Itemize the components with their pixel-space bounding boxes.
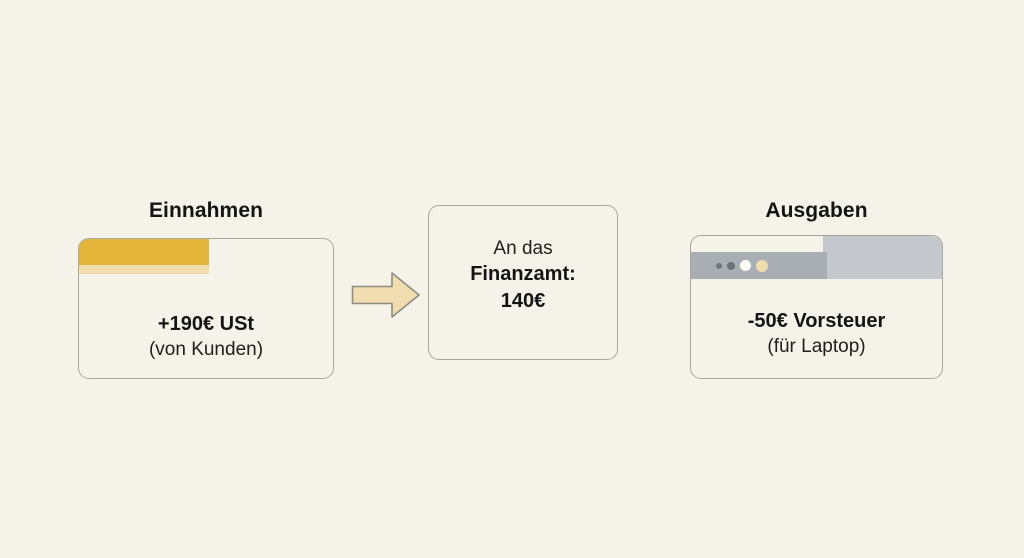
card-finanzamt: An das Finanzamt: 140€: [428, 205, 618, 360]
browser-window-graphic: [691, 236, 942, 281]
flow-arrow-right-icon: [351, 272, 420, 318]
browser-titlebar: [691, 252, 827, 279]
card-finanzamt-text: An das Finanzamt: 140€: [429, 236, 617, 314]
finanzamt-line-1: An das: [493, 238, 553, 259]
ausgaben-source: (für Laptop): [767, 336, 866, 358]
card-ausgaben-text: -50€ Vorsteuer (für Laptop): [691, 308, 942, 360]
browser-dots-group: [716, 259, 768, 272]
card-einnahmen-text: +190€ USt (von Kunden): [79, 311, 333, 363]
card-ausgaben: -50€ Vorsteuer (für Laptop): [690, 235, 943, 379]
gold-bar-graphic: [79, 239, 209, 274]
finanzamt-line-2: Finanzamt:: [470, 263, 576, 286]
ausgaben-amount: -50€ Vorsteuer: [747, 310, 886, 332]
browser-content-panel: [823, 236, 942, 279]
heading-einnahmen: Einnahmen: [148, 199, 264, 222]
gold-bar-main: [79, 239, 209, 265]
browser-dot-1-icon: [716, 262, 722, 269]
einnahmen-source: (von Kunden): [148, 339, 264, 361]
card-einnahmen: +190€ USt (von Kunden): [78, 238, 334, 379]
heading-ausgaben: Ausgaben: [765, 199, 868, 222]
browser-dot-2-icon: [727, 261, 735, 270]
browser-dot-3-icon: [740, 260, 751, 271]
finanzamt-amount: 140€: [500, 289, 546, 312]
browser-dot-4-icon: [756, 259, 768, 272]
gold-bar-underlay: [79, 265, 209, 274]
einnahmen-amount: +190€ USt: [157, 313, 255, 335]
